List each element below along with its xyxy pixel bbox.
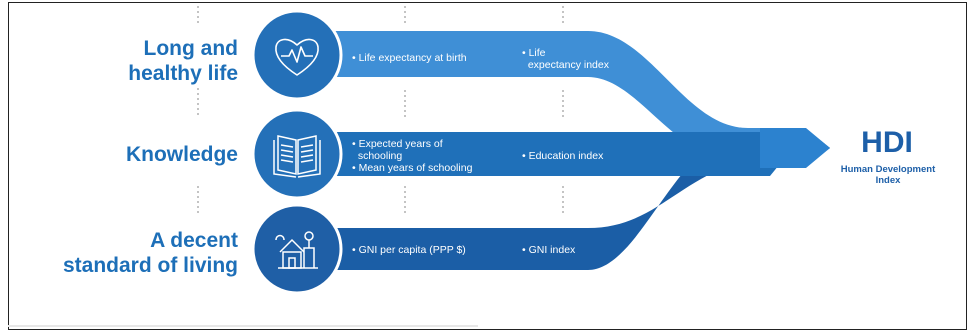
hdi-title: HDI	[861, 126, 913, 159]
hdi-subtitle-line2: Index	[875, 175, 901, 186]
indicator-living: • GNI per capita (PPP $)	[352, 244, 466, 256]
hdi-subtitle-line1: Human Development	[840, 164, 936, 175]
dimension-living-line1: A decent	[150, 229, 238, 252]
indicator-knowledge: • Expected years of schooling • Mean yea…	[352, 138, 473, 174]
indicator-health: • Life expectancy at birth	[352, 52, 467, 64]
dimension-living-label: A decent standard of living	[10, 228, 238, 278]
indicator-knowledge-line2: schooling	[357, 150, 403, 162]
dimension-health-line1: Long and	[143, 37, 238, 60]
index-living-text: GNI index	[528, 244, 576, 256]
dimension-knowledge-label: Knowledge	[20, 142, 238, 167]
indicator-knowledge-line1: Expected years of	[358, 138, 443, 150]
column-guides	[197, 6, 564, 214]
hdi-arrow-tip	[760, 128, 830, 168]
knowledge-band	[300, 132, 788, 176]
indicator-living-text: GNI per capita (PPP $)	[358, 244, 466, 256]
dimension-knowledge-text: Knowledge	[125, 143, 238, 166]
dimension-health-label: Long and healthy life	[20, 36, 238, 86]
index-knowledge: • Education index	[522, 150, 604, 162]
index-health: • Life expectancy index	[522, 47, 609, 71]
hdi-subtitle: Human Development Index	[826, 164, 950, 186]
house-icon	[275, 231, 318, 269]
index-health-line1: Life	[528, 47, 546, 59]
dimension-living-line2: standard of living	[62, 254, 238, 277]
health-circle	[251, 9, 343, 101]
footer-divider	[8, 325, 478, 327]
index-knowledge-text: Education index	[528, 150, 604, 162]
index-health-line2: expectancy index	[527, 59, 609, 71]
heart-pulse-icon	[275, 38, 319, 76]
dimension-health-line2: healthy life	[128, 62, 238, 85]
open-book-icon	[273, 135, 321, 178]
index-living: • GNI index	[522, 244, 576, 256]
indicator-health-text: Life expectancy at birth	[358, 52, 467, 64]
indicator-knowledge-line3: Mean years of schooling	[358, 162, 473, 174]
living-circle	[251, 203, 343, 295]
knowledge-circle	[251, 108, 343, 200]
